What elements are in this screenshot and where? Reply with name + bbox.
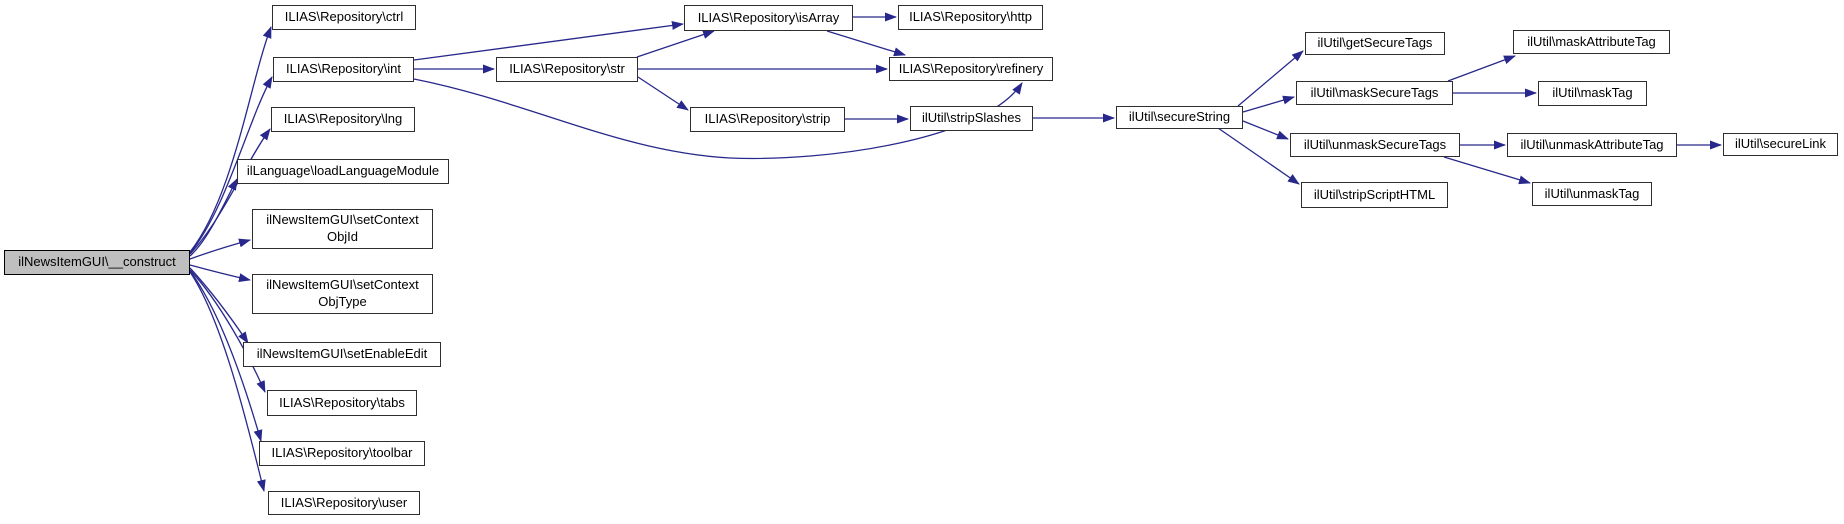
node-setEnableEdit[interactable]: ilNewsItemGUI\setEnableEdit xyxy=(243,342,441,367)
edge-str-to-isArray xyxy=(636,30,715,58)
edge-secureString-to-unmaskSecureTags xyxy=(1242,120,1289,140)
node-user[interactable]: ILIAS\Repository\user xyxy=(268,491,420,515)
node-maskSecureTags[interactable]: ilUtil\maskSecureTags xyxy=(1296,81,1453,105)
node-isArray[interactable]: ILIAS\Repository\isArray xyxy=(684,5,853,31)
edge-construct-to-int xyxy=(189,76,273,254)
node-secureLink[interactable]: ilUtil\secureLink xyxy=(1723,133,1838,156)
node-setContextObjId[interactable]: ilNewsItemGUI\setContext ObjId xyxy=(252,209,433,249)
edge-construct-to-tabs xyxy=(189,269,266,393)
node-construct[interactable]: ilNewsItemGUI\__construct xyxy=(4,250,190,275)
node-unmaskAttributeTag[interactable]: ilUtil\unmaskAttributeTag xyxy=(1507,133,1677,157)
node-secureString[interactable]: ilUtil\secureString xyxy=(1116,106,1243,129)
node-stripSlashes[interactable]: ilUtil\stripSlashes xyxy=(910,106,1033,131)
node-loadLanguageModule[interactable]: ilLanguage\loadLanguageModule xyxy=(237,159,449,184)
node-http[interactable]: ILIAS\Repository\http xyxy=(898,5,1043,30)
edge-str-to-strip xyxy=(637,76,689,111)
node-getSecureTags[interactable]: ilUtil\getSecureTags xyxy=(1305,32,1445,55)
edge-isArray-to-refinery xyxy=(826,30,906,57)
edge-construct-to-user xyxy=(189,271,266,492)
node-maskAttributeTag[interactable]: ilUtil\maskAttributeTag xyxy=(1513,30,1670,54)
node-unmaskTag[interactable]: ilUtil\unmaskTag xyxy=(1532,182,1652,206)
edge-int-to-isArray xyxy=(413,20,684,61)
edge-construct-to-setContextObjType xyxy=(189,264,251,283)
node-tabs[interactable]: ILIAS\Repository\tabs xyxy=(267,390,417,416)
node-refinery[interactable]: ILIAS\Repository\refinery xyxy=(889,57,1053,81)
node-stripScriptHTML[interactable]: ilUtil\stripScriptHTML xyxy=(1301,182,1448,208)
edge-construct-to-lng xyxy=(189,128,271,255)
edge-secureString-to-maskSecureTags xyxy=(1242,95,1295,113)
edge-maskSecureTags-to-maskAttributeTag xyxy=(1447,55,1516,82)
edge-unmaskSecureTags-to-unmaskTag xyxy=(1443,156,1531,185)
edge-secureString-to-getSecureTags xyxy=(1237,50,1304,107)
node-strip[interactable]: ILIAS\Repository\strip xyxy=(690,107,845,132)
edge-construct-to-loadLanguageModule xyxy=(189,178,238,257)
edge-construct-to-setEnableEdit xyxy=(189,267,249,344)
node-lng[interactable]: ILIAS\Repository\lng xyxy=(271,107,415,132)
edge-secureString-to-stripScriptHTML xyxy=(1217,127,1300,185)
node-ctrl[interactable]: ILIAS\Repository\ctrl xyxy=(272,5,416,30)
node-setContextObjType[interactable]: ilNewsItemGUI\setContext ObjType xyxy=(252,274,433,314)
call-edges xyxy=(189,12,1722,492)
edge-construct-to-toolbar xyxy=(189,270,263,442)
node-maskTag[interactable]: ilUtil\maskTag xyxy=(1538,81,1647,106)
edge-construct-to-ctrl xyxy=(189,26,272,253)
edge-construct-to-setContextObjId xyxy=(189,238,251,260)
node-unmaskSecureTags[interactable]: ilUtil\unmaskSecureTags xyxy=(1290,133,1460,157)
node-str[interactable]: ILIAS\Repository\str xyxy=(496,57,638,82)
node-toolbar[interactable]: ILIAS\Repository\toolbar xyxy=(259,441,425,466)
node-int[interactable]: ILIAS\Repository\int xyxy=(273,57,414,82)
